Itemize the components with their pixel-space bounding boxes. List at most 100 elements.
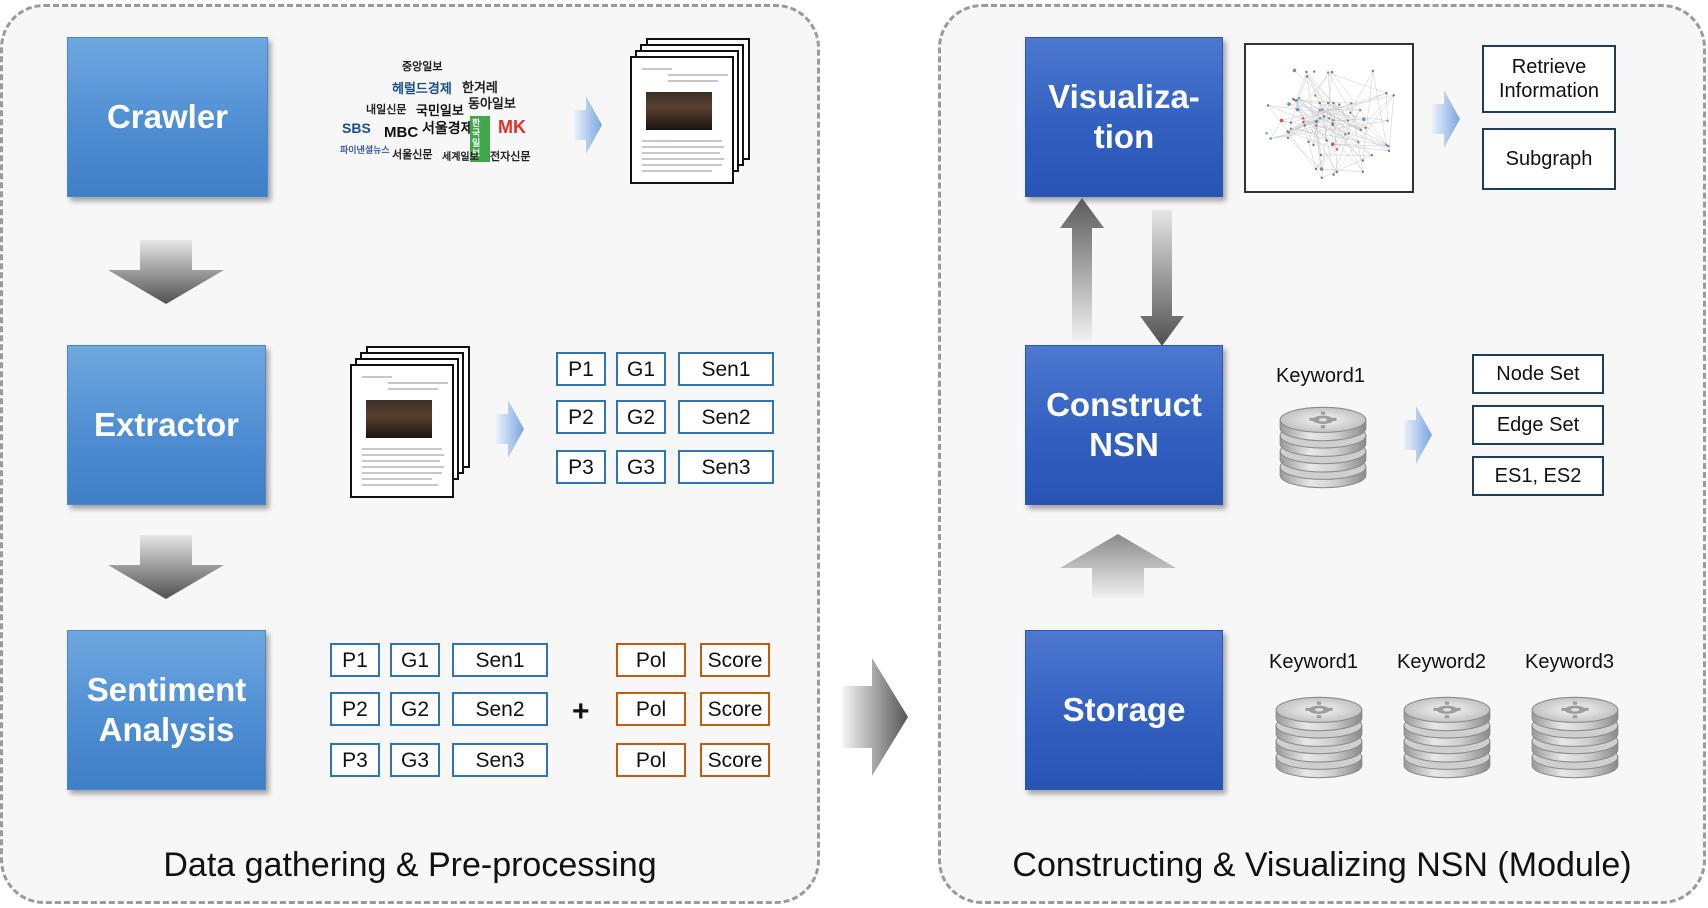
graph-node (1344, 133, 1347, 136)
graph-node (1314, 119, 1319, 124)
graph-edge (1327, 72, 1362, 130)
storage-keyword-3: Keyword3 (1525, 651, 1614, 673)
logo-kookmin: 국민일보 (416, 103, 464, 118)
down-arrow-icon (108, 535, 224, 599)
graph-edge (1270, 120, 1388, 139)
graph-edge (1336, 134, 1346, 150)
graph-node (1321, 108, 1324, 111)
graph-node (1287, 102, 1291, 106)
retrieve-line1: Retrieve (1511, 56, 1587, 78)
extract-g1: G1 (616, 352, 666, 386)
graph-edge (1372, 70, 1387, 145)
graph-node (1319, 153, 1323, 157)
graph-node (1361, 170, 1365, 174)
graph-edge (1306, 76, 1322, 170)
sentiment-g2: G2 (390, 692, 440, 726)
network-graph (1265, 68, 1395, 179)
graph-edge (1316, 125, 1322, 155)
graph-node (1331, 118, 1335, 122)
graph-edge (1332, 123, 1366, 129)
visualization-label-line2: tion (1093, 118, 1155, 155)
graph-edge (1296, 71, 1307, 101)
graph-edge (1319, 102, 1334, 175)
blue-right-arrow-icon (496, 400, 524, 458)
construct-nsn-box[interactable]: Construct NSN (1025, 345, 1223, 505)
visualization-label-line1: Visualiza- (1048, 77, 1200, 115)
extractor-box[interactable]: Extractor (67, 345, 266, 505)
down-arrow-icon (108, 240, 224, 304)
graph-edge (1328, 72, 1387, 94)
sentiment-label-line1: Sentiment (86, 670, 247, 708)
edge-set-box: Edge Set (1472, 405, 1604, 445)
logo-mbc: MBC (384, 124, 419, 141)
retrieve-line2: Information (1498, 80, 1600, 102)
blue-right-arrow-icon (1404, 406, 1432, 464)
graph-node (1286, 136, 1290, 140)
construct-nsn-label-line1: Construct (1046, 385, 1202, 423)
article-photo (646, 92, 712, 130)
graph-node (1302, 120, 1305, 124)
database-icon (1275, 696, 1363, 779)
graph-node (1327, 101, 1330, 105)
graph-edge (1331, 71, 1387, 145)
graph-edge (1298, 98, 1364, 161)
storage-box[interactable]: Storage (1025, 630, 1223, 790)
graph-edge (1293, 98, 1390, 152)
graph-edge (1294, 99, 1359, 143)
graph-node (1292, 68, 1297, 73)
graph-edge (1306, 71, 1364, 172)
graph-node (1315, 124, 1318, 127)
graph-node (1319, 167, 1324, 171)
logo-naeil: 내일신문 (366, 104, 407, 116)
graph-node (1305, 70, 1308, 74)
graph-edge (1287, 109, 1323, 139)
extract-g3: G3 (616, 450, 666, 484)
big-right-arrow-icon (842, 658, 908, 776)
crawler-label: Crawler (106, 97, 229, 135)
extract-sen3: Sen3 (678, 450, 774, 484)
visualization-box[interactable]: Visualiza- tion (1025, 37, 1223, 197)
graph-edge (1333, 103, 1338, 173)
subgraph-box: Subgraph (1482, 128, 1616, 190)
sentiment-sen3: Sen3 (452, 743, 548, 777)
graph-node (1347, 132, 1351, 135)
graph-edge (1321, 72, 1333, 178)
extract-p2: P2 (556, 400, 606, 434)
graph-node (1295, 99, 1298, 102)
graph-node (1295, 107, 1300, 112)
database-icon (1279, 406, 1367, 489)
graph-node (1387, 149, 1391, 153)
sentiment-label: Sentiment Analysis (87, 670, 247, 751)
extract-p1: P1 (556, 352, 606, 386)
graph-node (1332, 173, 1335, 176)
crawler-box[interactable]: Crawler (67, 37, 268, 197)
graph-edge (1270, 124, 1333, 139)
extract-sen2: Sen2 (678, 400, 774, 434)
graph-node (1289, 127, 1293, 130)
graph-edge (1322, 109, 1389, 147)
sentiment-analysis-box[interactable]: Sentiment Analysis (67, 630, 266, 790)
graph-node (1357, 140, 1360, 144)
graph-edge (1362, 70, 1374, 161)
polarity-1: Pol (616, 643, 686, 677)
graph-node (1318, 108, 1322, 112)
sentiment-sen1: Sen1 (452, 643, 548, 677)
blue-right-arrow-icon (574, 96, 602, 154)
graph-node (1313, 94, 1317, 97)
network-graph-thumbnail (1244, 43, 1414, 193)
database-icon (1531, 696, 1619, 779)
graph-node (1350, 101, 1353, 105)
graph-edge (1313, 124, 1334, 146)
sentiment-p3: P3 (330, 743, 380, 777)
graph-node (1332, 101, 1335, 105)
logo-mk: MK (498, 117, 526, 137)
graph-node (1320, 176, 1323, 179)
graph-node (1335, 170, 1339, 174)
graph-node (1307, 140, 1310, 144)
graph-edge (1322, 109, 1361, 111)
sentiment-sen2: Sen2 (452, 692, 548, 726)
graph-node (1301, 117, 1305, 120)
construct-keyword-label: Keyword1 (1276, 365, 1365, 387)
graph-edge (1288, 103, 1372, 156)
graph-edge (1323, 116, 1364, 161)
